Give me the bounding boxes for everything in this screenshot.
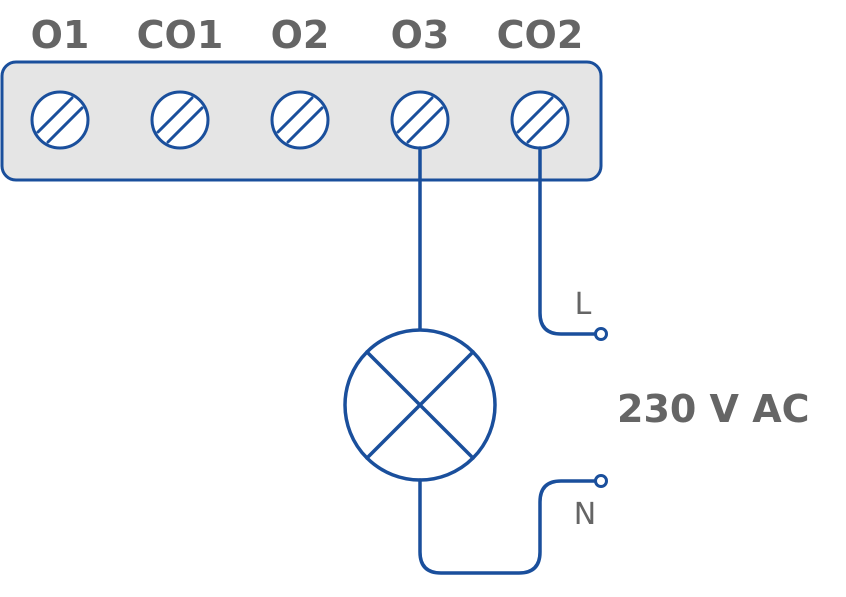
live-terminal-point [594, 327, 608, 341]
terminal-label-co1: CO1 [137, 13, 224, 57]
neutral-terminal-point [594, 474, 608, 488]
terminal-label-o3: O3 [391, 13, 450, 57]
live-label: L [575, 287, 592, 322]
screw-terminal-icon-co2 [510, 90, 570, 150]
screw-terminal-icon-o2 [270, 90, 330, 150]
neutral-label: N [574, 497, 596, 532]
terminal-label-o1: O1 [31, 13, 90, 57]
supply-voltage-label: 230 V AC [617, 387, 810, 431]
terminal-label-co2: CO2 [497, 13, 584, 57]
wire-lamp-to-neutral [418, 478, 597, 575]
lamp-icon [343, 328, 497, 482]
terminal-label-o2: O2 [271, 13, 330, 57]
screw-terminal-icon-o3 [390, 90, 450, 150]
screw-terminal-icon-o1 [30, 90, 90, 150]
wire-co2-to-live [538, 146, 597, 336]
screw-terminal-icon-co1 [150, 90, 210, 150]
